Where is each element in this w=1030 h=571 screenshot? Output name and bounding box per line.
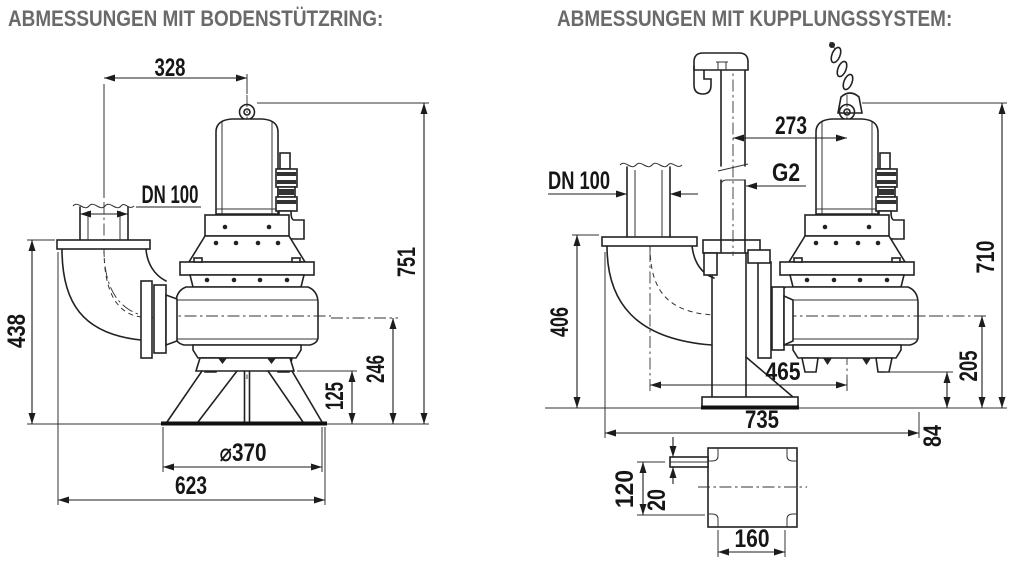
dim-bracket-height-label: 120: [611, 470, 639, 508]
dim-total-height-label: 751: [393, 247, 421, 277]
pipe-break-symbol: [619, 162, 683, 168]
discharge-pipe: [626, 166, 671, 238]
left-diagram: 328 DN 100 438 751 246: [3, 54, 429, 505]
dim-pipe-offset-label: 465: [766, 358, 801, 386]
guide-rail: [693, 52, 749, 256]
dimension-total-height: 710: [862, 102, 1007, 408]
dim-claw-height-label: 84: [919, 425, 947, 447]
dimension-total-width: 623: [57, 252, 326, 505]
dim-flange-height-label: 406: [546, 307, 574, 337]
discharge-flange: [56, 239, 151, 250]
dimension-rail-thread: G2: [746, 159, 806, 190]
dimension-bracket-tab: 20: [643, 437, 677, 511]
lifting-chain: [829, 41, 863, 114]
pedestal-column: [711, 251, 747, 398]
dim-bracket-tab-label: 20: [643, 489, 671, 511]
dim-flange-height-label: 438: [3, 314, 31, 348]
dimension-discharge-flange: DN 100: [548, 167, 698, 198]
dimension-flange-height: 438: [3, 239, 55, 424]
dimension-total-width: 735: [604, 252, 920, 438]
dim-ring-diameter-label: ⌀370: [220, 439, 267, 467]
dim-bracket-width-label: 160: [735, 525, 770, 553]
dim-flange-label: DN 100: [142, 181, 199, 209]
dimension-ring-height: 125: [297, 370, 357, 424]
rail-break-symbol: [717, 163, 749, 172]
dimension-ring-diameter: ⌀370: [162, 427, 323, 472]
dim-top-offset-label: 328: [155, 54, 186, 82]
bracket-profile: [707, 447, 798, 528]
pedestal-brace: [745, 356, 794, 398]
dim-rail-thread-label: G2: [772, 159, 800, 187]
elbow-outer-wall: [61, 248, 142, 341]
left-diagram-title: ABMESSUNGEN MIT BODENSTÜTZRING:: [8, 6, 384, 31]
rail-bracket-detail: 120 20 160: [611, 437, 807, 557]
dim-volute-height-label: 205: [955, 350, 983, 381]
dimension-bracket-height: 120: [611, 461, 705, 516]
floor-support-ring: [161, 357, 327, 426]
dimension-volute-height: 205: [931, 315, 988, 408]
dimension-pipe-offset: 465: [650, 358, 848, 391]
dim-rail-offset-label: 273: [775, 112, 807, 140]
dim-total-height-label: 710: [972, 241, 1000, 274]
shackle: [837, 92, 863, 114]
dim-volute-height-label: 246: [362, 355, 390, 383]
dimension-total-height: 751: [257, 102, 429, 424]
right-diagram: 273 G2 DN 100 406 710: [545, 41, 1007, 557]
dim-total-width-label: 623: [175, 472, 207, 500]
right-diagram-title: ABMESSUNGEN MIT KUPPLUNGSSYSTEM:: [557, 6, 953, 31]
dimension-top-offset: 328: [103, 54, 248, 198]
pump-left: [162, 94, 332, 380]
pipe-break-symbol: [72, 203, 135, 209]
discharge-flange: [601, 236, 698, 247]
dimension-rail-offset: 273: [733, 112, 847, 142]
holder-hook: [693, 65, 712, 95]
dimension-volute-height: 246: [331, 317, 398, 424]
dimension-claw-height: 84: [885, 371, 953, 447]
dim-ring-height-label: 125: [321, 382, 349, 410]
dim-flange-label: DN 100: [548, 167, 610, 195]
dimension-flange-height: 406: [546, 234, 599, 408]
dimension-discharge-flange: DN 100: [80, 181, 201, 218]
discharge-elbow: [56, 202, 178, 359]
dimension-bracket-width: 160: [717, 525, 786, 557]
dim-total-width-label: 735: [745, 406, 779, 434]
coupling-claw: [747, 249, 794, 359]
